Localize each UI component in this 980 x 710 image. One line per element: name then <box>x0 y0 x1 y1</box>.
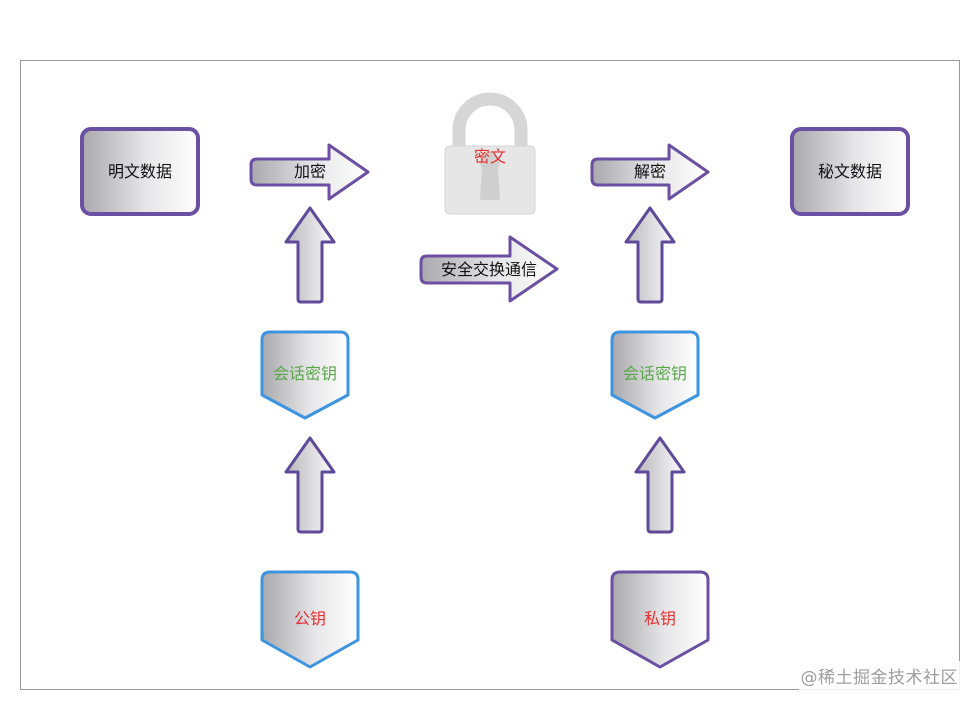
session-key-right: 会话密钥 <box>610 330 700 420</box>
up-arrow-left-lower <box>284 436 336 534</box>
public-key: 公钥 <box>260 570 360 669</box>
session-key-left-label: 会话密钥 <box>273 364 337 383</box>
cipher-label: 密文 <box>474 147 506 166</box>
diagram-frame <box>20 60 960 690</box>
secure-exchange-label: 安全交换通信 <box>441 260 537 279</box>
public-key-label: 公钥 <box>294 609 326 628</box>
decrypt-label: 解密 <box>634 162 666 181</box>
decrypt-arrow: 解密 <box>590 143 710 201</box>
encrypt-arrow: 加密 <box>249 143 370 201</box>
up-arrow-left-upper <box>284 206 336 304</box>
watermark: @稀土掘金技术社区 <box>798 661 960 690</box>
ciphertext-data-label: 秘文数据 <box>818 162 882 181</box>
up-arrow-right-upper <box>624 206 676 304</box>
encrypt-label: 加密 <box>294 162 326 181</box>
secure-exchange-arrow: 安全交换通信 <box>419 235 559 303</box>
session-key-right-label: 会话密钥 <box>623 364 687 383</box>
lock-icon: 密文 <box>444 92 536 215</box>
plaintext-label: 明文数据 <box>108 162 172 181</box>
private-key-label: 私钥 <box>644 609 676 628</box>
ciphertext-data-box: 秘文数据 <box>790 127 910 216</box>
session-key-left: 会话密钥 <box>260 330 350 420</box>
up-arrow-right-lower <box>634 436 686 534</box>
plaintext-box: 明文数据 <box>80 127 200 216</box>
private-key: 私钥 <box>610 570 710 669</box>
